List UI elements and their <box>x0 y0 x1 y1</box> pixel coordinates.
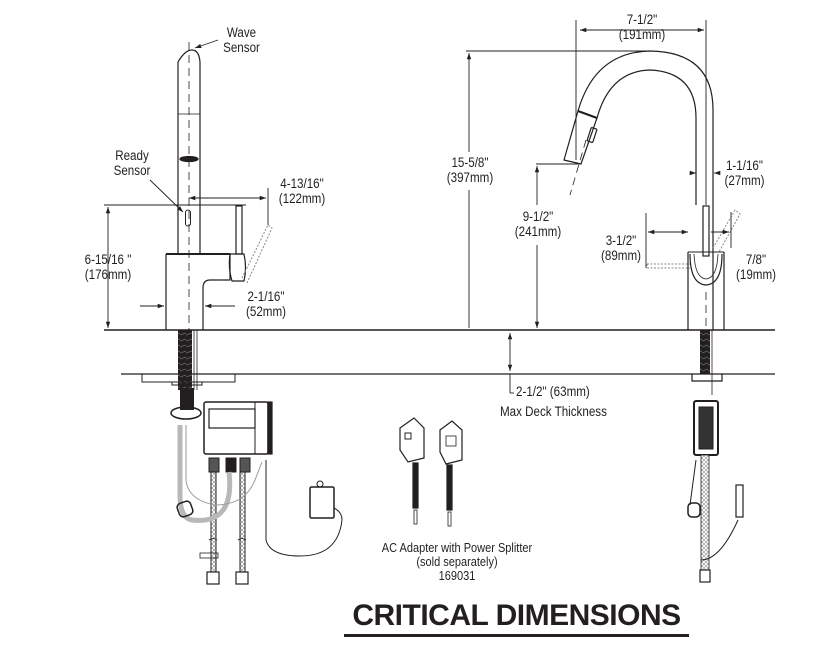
deck-thickness-caption: Max Deck Thickness <box>500 404 607 419</box>
right-dimension-lines <box>466 20 732 394</box>
supply-hose-icon <box>176 425 263 585</box>
dim-handle-swing: 3-1/2" (89mm) <box>600 233 643 263</box>
dim-spout-reach-metric: (191mm) <box>618 27 666 42</box>
power-splitter-icon <box>439 420 463 527</box>
dim-handle-offset-imperial: 7/8" <box>745 252 767 267</box>
dim-base-width: 2-1/16" (52mm) <box>242 289 290 319</box>
dim-handle-height-imperial: 6-15/16 " <box>84 252 132 267</box>
dim-handle-reach-metric: (122mm) <box>278 191 326 206</box>
accessory-name: AC Adapter with Power Splitter <box>381 541 533 555</box>
dim-deck-thickness: 2-1/2" (63mm) <box>516 384 590 399</box>
wave-sensor-label: Wave Sensor <box>218 25 265 55</box>
right-control-box-icon <box>687 400 744 583</box>
right-faucet-body <box>563 50 741 395</box>
dim-handle-offset-metric: (19mm) <box>736 267 776 282</box>
accessory-caption: AC Adapter with Power Splitter (sold sep… <box>365 541 550 583</box>
battery-pack-icon <box>265 460 343 557</box>
dim-handle-offset: 7/8" (19mm) <box>735 252 776 282</box>
dim-handle-reach: 4-13/16" (122mm) <box>276 176 328 206</box>
ready-sensor-line2: Sensor <box>113 163 151 178</box>
control-box-icon <box>170 388 273 455</box>
dim-spout-reach: 7-1/2" (191mm) <box>616 12 668 42</box>
dim-handle-height: 6-15/16 " (176mm) <box>79 252 137 282</box>
dim-base-width-metric: (52mm) <box>246 304 286 319</box>
dim-base-width-imperial: 2-1/16" <box>247 289 285 304</box>
wave-sensor-line1: Wave <box>226 25 257 40</box>
accessory-part-number: 169031 <box>438 569 476 583</box>
dim-spout-diameter-metric: (27mm) <box>724 173 765 188</box>
ready-sensor-label: Ready Sensor <box>110 148 155 178</box>
left-dimension-lines <box>104 39 269 328</box>
ready-sensor-line1: Ready <box>115 148 149 163</box>
dim-deck-thickness-value: 2-1/2" (63mm) <box>516 384 590 399</box>
dim-overall-height-metric: (397mm) <box>446 170 494 185</box>
page-title: CRITICAL DIMENSIONS <box>344 598 689 637</box>
dim-handle-swing-metric: (89mm) <box>601 248 641 263</box>
dim-spout-reach-imperial: 7-1/2" <box>626 12 658 27</box>
accessory-note: (sold separately) <box>416 555 498 569</box>
dim-overall-height-imperial: 15-5/8" <box>451 155 489 170</box>
dim-spout-height: 9-1/2" (241mm) <box>512 209 564 239</box>
dim-overall-height: 15-5/8" (397mm) <box>444 155 496 185</box>
dim-spout-diameter: 1-1/16" (27mm) <box>721 158 768 188</box>
dim-handle-swing-imperial: 3-1/2" <box>605 233 637 248</box>
left-faucet-body <box>141 42 273 390</box>
dim-spout-height-imperial: 9-1/2" <box>522 209 554 224</box>
ac-adapter-icon <box>399 417 425 525</box>
deck-thickness-label: Max Deck Thickness <box>500 404 607 419</box>
dim-handle-reach-imperial: 4-13/16" <box>280 176 324 191</box>
dim-spout-diameter-imperial: 1-1/16" <box>725 158 764 173</box>
dim-spout-height-metric: (241mm) <box>514 224 562 239</box>
dim-handle-height-metric: (176mm) <box>84 267 132 282</box>
wave-sensor-line2: Sensor <box>223 40 260 55</box>
